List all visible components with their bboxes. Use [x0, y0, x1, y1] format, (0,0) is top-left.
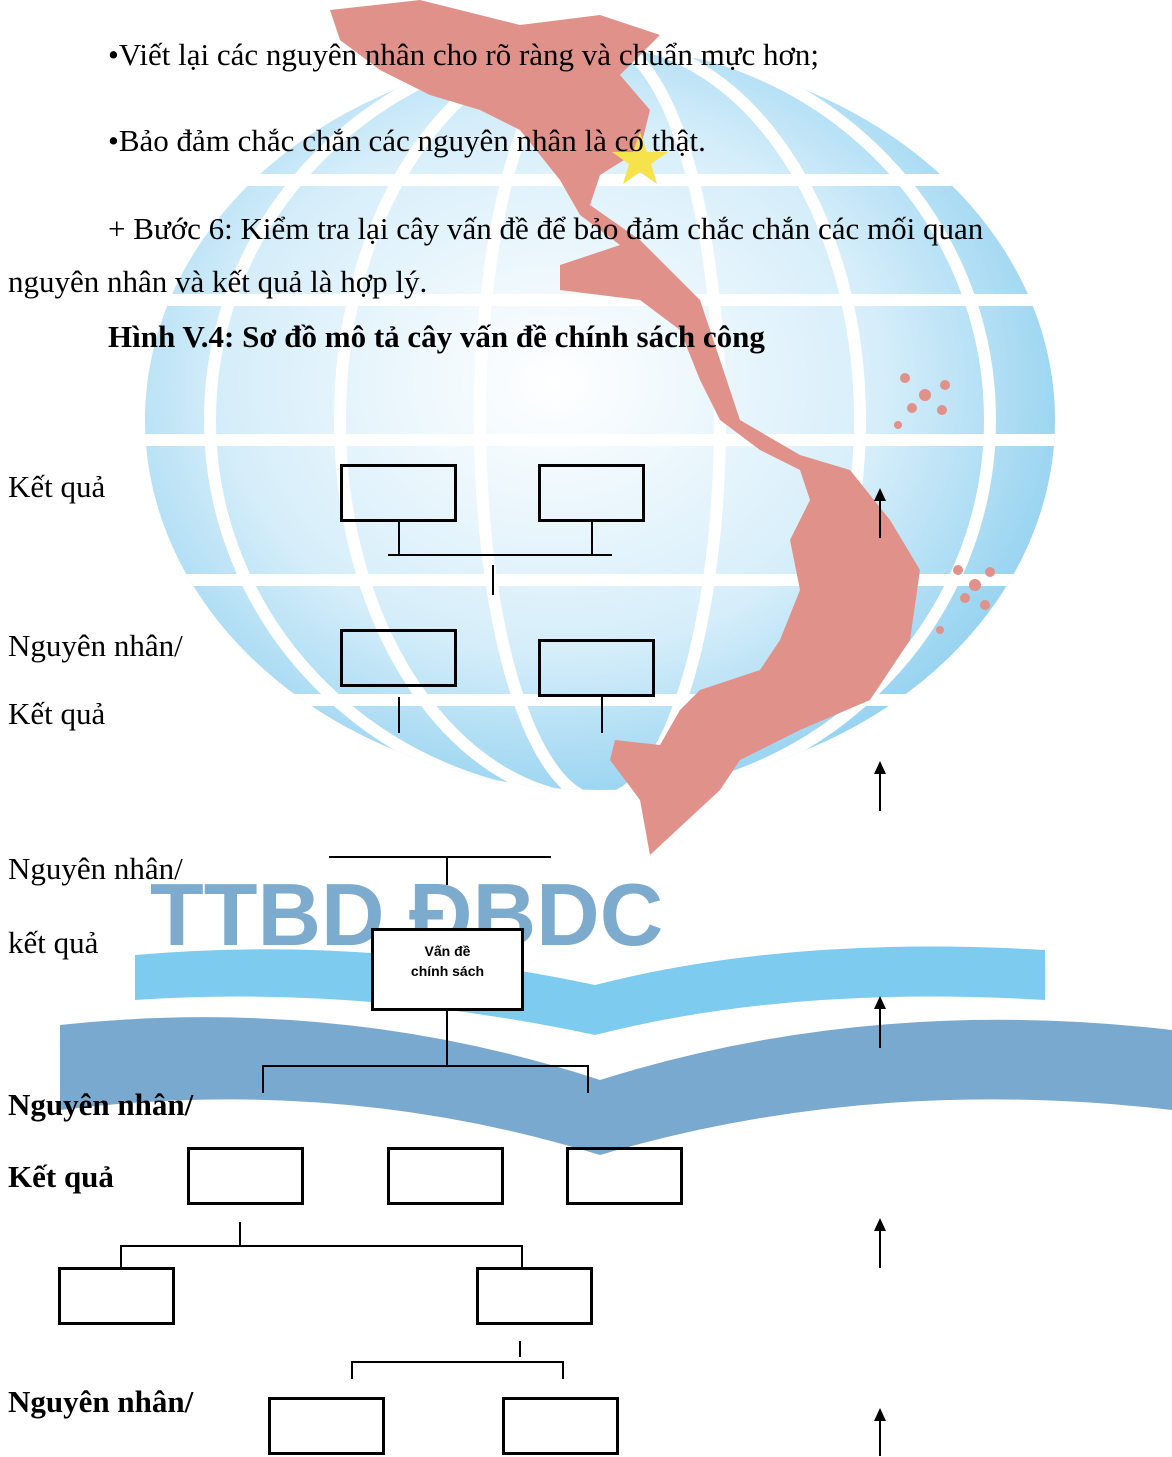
label-level2-b: Kết quả: [8, 696, 106, 731]
up-arrow-icon: [874, 761, 886, 811]
subcause-box-1: [58, 1267, 175, 1325]
policy-problem-line2: chính sách: [410, 963, 485, 979]
connector: [388, 554, 612, 556]
islands-icon: [894, 373, 995, 634]
label-level4-a: Nguyên nhân/: [8, 1087, 194, 1122]
subcause-box-2: [476, 1267, 593, 1325]
star-icon: [612, 132, 668, 184]
label-level1: Kết quả: [8, 469, 106, 504]
label-level3-a: Nguyên nhân/: [8, 851, 183, 886]
bullet-point-2: •Bảo đảm chắc chắn các nguyên nhân là có…: [108, 123, 706, 158]
figure-caption: Hình V.4: Sơ đồ mô tả cây vấn đề chính s…: [108, 319, 765, 354]
step6-line1: + Bước 6: Kiểm tra lại cây vấn đề để bảo…: [108, 211, 984, 246]
connector: [239, 1222, 241, 1246]
connector: [446, 1011, 448, 1066]
label-level4-b: Kết quả: [8, 1159, 114, 1194]
label-level2-a: Nguyên nhân/: [8, 628, 183, 663]
connector: [562, 1362, 564, 1379]
connector: [587, 1066, 589, 1093]
book-band-dark: [60, 1017, 1172, 1155]
connector: [591, 522, 593, 555]
step6-line2: nguyên nhân và kết quả là hợp lý.: [8, 264, 428, 299]
cause-box-2: [387, 1147, 504, 1205]
up-arrow-icon: [874, 488, 886, 538]
connector: [398, 522, 400, 555]
up-arrow-icon: [874, 996, 886, 1048]
connector: [351, 1362, 353, 1379]
root-cause-box-1: [268, 1397, 385, 1455]
up-arrow-icon: [874, 1218, 886, 1268]
connector: [519, 1341, 521, 1357]
cause-box-3: [566, 1147, 683, 1205]
label-level3-b: kết quả: [8, 925, 99, 960]
cause-result-box-1: [340, 629, 457, 687]
connector: [262, 1066, 264, 1093]
policy-problem-box: Vấn đề chính sách: [371, 928, 524, 1011]
root-cause-box-2: [502, 1397, 619, 1455]
connector: [398, 697, 400, 733]
cause-result-box-2: [538, 639, 655, 697]
policy-problem-line1: Vấn đề: [424, 943, 471, 959]
result-box-1: [340, 464, 457, 522]
label-level5-a: Nguyên nhân/: [8, 1384, 194, 1419]
result-box-2: [538, 464, 645, 522]
connector: [120, 1245, 523, 1247]
connector: [521, 1246, 523, 1267]
connector: [120, 1246, 122, 1267]
connector: [351, 1361, 564, 1363]
cause-box-1: [187, 1147, 304, 1205]
bullet-point-1: •Viết lại các nguyên nhân cho rõ ràng và…: [108, 37, 820, 72]
up-arrow-icon: [874, 1408, 886, 1456]
connector: [329, 856, 551, 858]
connector: [601, 697, 603, 733]
book-band-light: [135, 946, 1045, 1035]
connector: [492, 565, 494, 595]
connector: [446, 857, 448, 885]
connector: [262, 1065, 589, 1067]
